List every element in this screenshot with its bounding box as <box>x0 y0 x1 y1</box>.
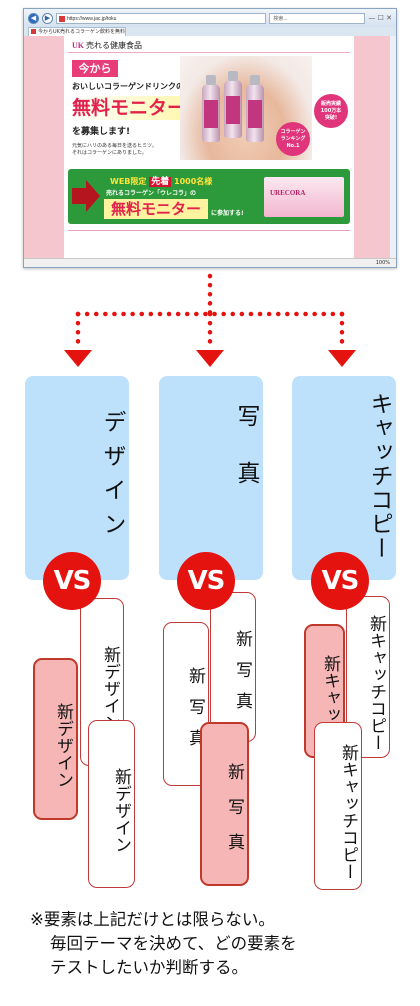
browser-tab[interactable]: 今からUK売れるコラーゲン飲料を無料 <box>28 27 126 36</box>
browser-status-bar: 100% <box>24 258 396 267</box>
variant-card-highlight: 新キャッチ <box>304 624 345 758</box>
content-divider <box>68 230 350 231</box>
footnote-line: テストしたいか判断する。 <box>50 958 248 977</box>
variant-card: 新デザイン <box>88 720 135 888</box>
badge-line: 100万本 <box>320 108 342 114</box>
zoom-level: 100% <box>375 260 390 266</box>
tab-title: 今からUK売れるコラーゲン飲料を無料 <box>38 29 125 35</box>
cta-count: 1000名様 <box>174 177 213 186</box>
footnote-line: 毎回テーマを決めて、どの要素を <box>50 934 297 953</box>
footnote: ※要素は上記だけとは限らない。 毎回テーマを決めて、どの要素を テストしたいか判… <box>30 908 410 980</box>
variant-label: 新写真 <box>232 629 252 723</box>
badge-line: コラーゲン <box>280 129 306 135</box>
address-bar[interactable]: https://www.jac.jp/toku <box>56 12 267 24</box>
variant-card-highlight: 新写真 <box>200 722 249 886</box>
cta-first-label: 先着 <box>149 177 172 187</box>
browser-search-placeholder: 検索... <box>273 15 288 22</box>
cta-web-limited: WEB限定 先着 1000名様 <box>110 174 212 187</box>
brand-logo: UK 売れる健康食品 <box>72 40 142 51</box>
branching-arrows <box>64 273 356 367</box>
variant-label: 新デザイン <box>100 645 120 731</box>
browser-viewport: UK 売れる健康食品 今から おいしいコラーゲンドリンクの 無料モニター を募集… <box>24 36 396 259</box>
product-box-image: URECORA <box>264 177 344 217</box>
landing-page-screenshot: ◀ ▶ https://www.jac.jp/toku 検索... — ☐ ✕ … <box>23 8 397 268</box>
column-photo: 写真 <box>159 376 263 580</box>
arrow-head-right <box>328 350 356 367</box>
badge-line: ランキング <box>280 136 306 142</box>
column-label: 写真 <box>233 404 259 518</box>
sales-badge: 販売実績 100万本 突破! <box>314 94 348 128</box>
cta-product-line: 売れるコラーゲン「ウレコラ」の <box>106 190 197 197</box>
variant-card-highlight: 新デザイン <box>33 658 78 820</box>
variant-label: 新キャッチ <box>320 654 340 740</box>
variant-label: 新デザイン <box>111 767 131 853</box>
badge-line: 販売実績 <box>320 101 341 107</box>
brand-mark: UK <box>72 41 84 50</box>
headline-now: 今から <box>72 60 118 77</box>
bottle-image <box>224 71 242 138</box>
recruiting-text: を募集します! <box>72 127 131 137</box>
variant-label: 新写真 <box>224 762 244 868</box>
footnote-line: ※要素は上記だけとは限らない。 <box>30 910 275 929</box>
badge-line: No.1 <box>286 143 300 149</box>
badge-line: 突破! <box>324 115 338 121</box>
bottle-image <box>202 75 220 142</box>
column-catchcopy: キャッチコピー <box>292 376 396 580</box>
bottle-image <box>246 75 264 142</box>
cta-arrow-icon <box>72 188 86 204</box>
forward-arrow-icon[interactable]: ▶ <box>42 12 53 24</box>
back-arrow-icon[interactable]: ◀ <box>28 12 39 24</box>
browser-tab-bar: 今からUK売れるコラーゲン飲料を無料 <box>24 27 396 36</box>
arrow-head-left <box>64 350 92 367</box>
ranking-badge: コラーゲン ランキング No.1 <box>276 122 310 156</box>
window-controls-icon[interactable]: — ☐ ✕ <box>368 13 392 22</box>
intro-text: 元気にハリのある毎日を送るヒミツ。 それはコラーゲンにありました。 <box>72 143 157 156</box>
variant-label: 新キャッチコピー <box>366 615 386 751</box>
cta-banner[interactable]: WEB限定 先着 1000名様 売れるコラーゲン「ウレコラ」の 無料モニター に… <box>68 169 350 224</box>
cta-free-monitor: 無料モニター <box>104 199 208 219</box>
variant-label: 新キャッチコピー <box>338 744 358 880</box>
arrow-head-center <box>196 350 224 367</box>
address-bar-url: https://www.jac.jp/toku <box>67 15 117 22</box>
tab-favicon-icon <box>31 29 36 34</box>
landing-page: UK 売れる健康食品 今から おいしいコラーゲンドリンクの 無料モニター を募集… <box>64 36 354 259</box>
vs-badge: VS <box>311 552 369 610</box>
vs-badge: VS <box>43 552 101 610</box>
cta-join: に参加する! <box>211 210 244 217</box>
column-label: キャッチコピー <box>366 392 392 560</box>
vs-badge: VS <box>177 552 235 610</box>
variant-card: 新キャッチコピー <box>314 722 362 890</box>
column-label: デザイン <box>99 410 125 546</box>
header-divider <box>68 52 350 53</box>
variant-card: 新写真 <box>210 592 256 742</box>
product-logo: URECORA <box>270 189 306 197</box>
browser-search-box[interactable]: 検索... <box>269 12 366 24</box>
column-design: デザイン <box>25 376 129 580</box>
product-hands-photo <box>180 56 312 160</box>
cta-arrow-head-icon <box>86 180 100 212</box>
browser-scrollbar[interactable] <box>389 36 396 259</box>
browser-toolbar: ◀ ▶ https://www.jac.jp/toku 検索... — ☐ ✕ <box>24 9 396 27</box>
subheadline: おいしいコラーゲンドリンクの <box>72 82 184 91</box>
favicon-icon <box>59 15 65 22</box>
cta-web-label: WEB限定 <box>110 177 147 186</box>
variant-label: 新デザイン <box>53 702 73 788</box>
brand-name: 売れる健康食品 <box>86 41 142 50</box>
